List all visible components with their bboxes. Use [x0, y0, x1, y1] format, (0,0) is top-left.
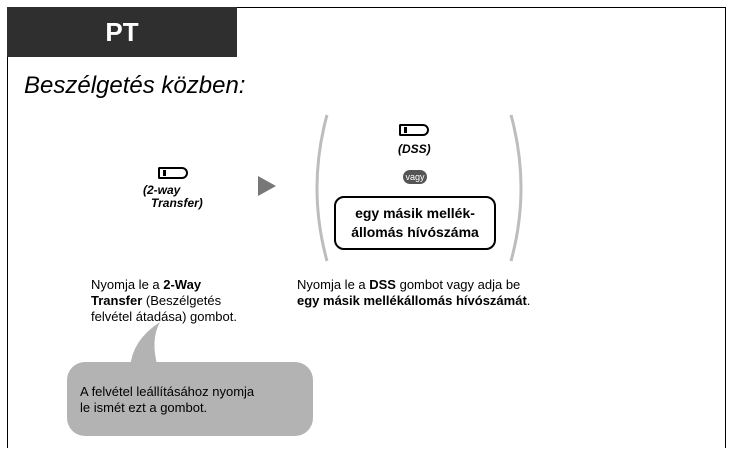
dss-label: (DSS)	[398, 142, 431, 156]
bubble-tail	[130, 322, 160, 368]
left-desc-prefix: Nyomja le a	[91, 277, 164, 292]
arrow-right-icon	[258, 176, 276, 196]
left-description: Nyomja le a 2-Way Transfer (Beszélgetés …	[91, 277, 291, 325]
two-way-label-line1: (2-way	[143, 183, 181, 197]
or-badge: vagy	[403, 170, 427, 184]
number-box-line2: állomás hívószáma	[351, 224, 479, 240]
speech-bubble	[67, 362, 313, 436]
right-desc-prefix: Nyomja le a	[297, 277, 370, 292]
extension-number-box: egy másik mellék- állomás hívószáma	[334, 196, 496, 250]
right-desc-bold2: egy másik mellékállomás hívószámát	[297, 293, 527, 308]
number-box-line1: egy másik mellék-	[355, 205, 475, 221]
bubble-line1: A felvétel leállításához nyomja	[80, 384, 255, 399]
bubble-text: A felvétel leállításához nyomja le ismét…	[80, 384, 300, 416]
right-desc-end: .	[526, 293, 531, 308]
two-way-label-line2: Transfer)	[151, 196, 203, 210]
left-desc-bold1: 2-Way	[163, 277, 202, 292]
pt-tab-label: PT	[105, 16, 139, 47]
pt-tab: PT	[7, 7, 237, 57]
dss-button-icon	[399, 124, 429, 136]
left-desc-rest1: (Beszélgetés	[142, 293, 222, 308]
right-parenthesis	[509, 114, 523, 262]
two-way-transfer-label: (2-way Transfer)	[143, 184, 203, 210]
right-desc-rest1: gombot vagy adja be	[395, 277, 521, 292]
right-description: Nyomja le a DSS gombot vagy adja be egy …	[297, 277, 627, 309]
button-icon	[158, 167, 188, 179]
left-desc-rest2: felvétel átadása) gombot.	[91, 309, 237, 324]
bubble-line2: le ismét ezt a gombot.	[80, 400, 208, 415]
heading: Beszélgetés közben:	[24, 72, 246, 99]
page-frame	[7, 7, 726, 448]
right-desc-bold1: DSS	[369, 277, 396, 292]
left-parenthesis	[315, 114, 329, 262]
left-desc-bold2: Transfer	[91, 293, 143, 308]
